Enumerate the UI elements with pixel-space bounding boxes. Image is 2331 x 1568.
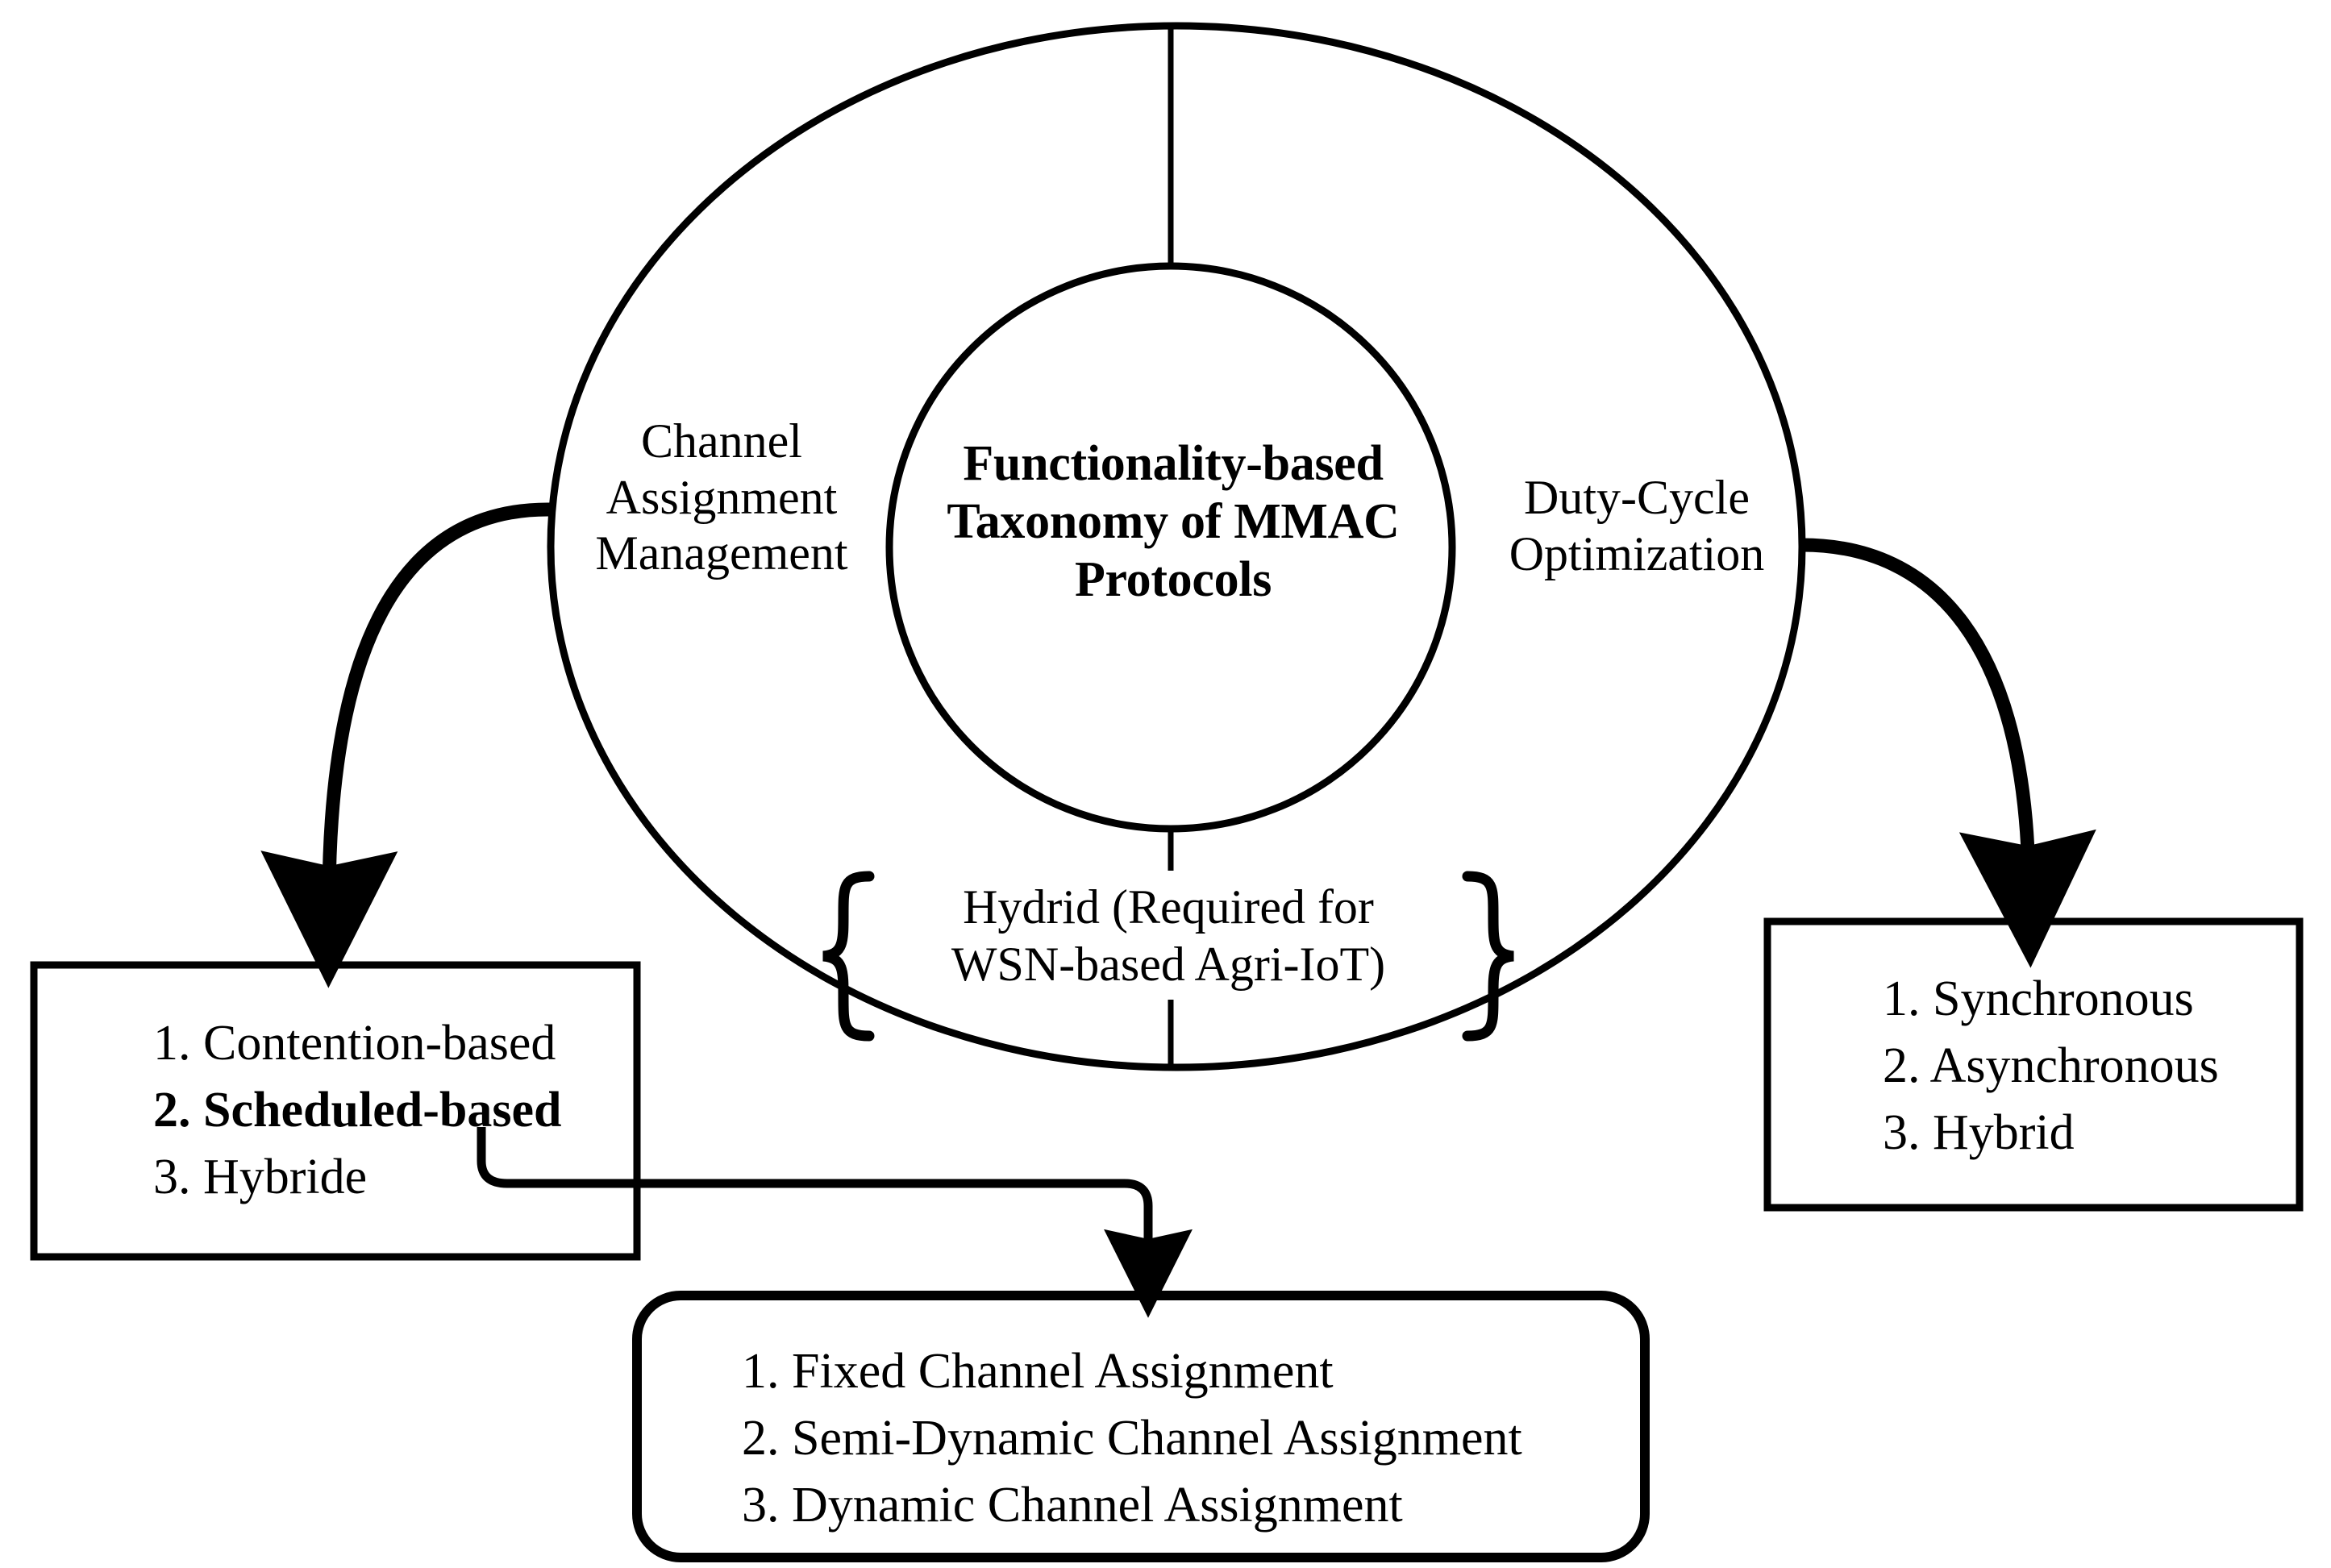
bottom-box-item-3: 3. Dynamic Channel Assignment	[742, 1478, 1403, 1533]
center-title-line-1: Functionality-based	[963, 436, 1384, 491]
left-box-item-3: 3. Hybride	[153, 1150, 368, 1205]
segment-bottom-line-1: Hydrid (Required for	[963, 880, 1374, 934]
segment-label-channel-assignment-management: Channel Assignment Management	[564, 414, 879, 582]
left-box-item-1: 1. Contention-based	[153, 1016, 556, 1071]
segment-bottom-line-2: WSN-based Agri-IoT)	[951, 937, 1386, 991]
left-box-item-2: 2. Scheduled-based	[153, 1083, 562, 1138]
arrow-scheduled-connector	[477, 1127, 1193, 1318]
center-title: Functionality-based Taxonomy of MMAC Pro…	[895, 435, 1451, 609]
right-box-item-2: 2. Asynchronous	[1883, 1038, 2219, 1094]
segment-left-line-2: Assignment	[606, 470, 838, 524]
segment-label-duty-cycle-optimization: Duty-Cycle Optimization	[1488, 470, 1786, 582]
segment-left-line-3: Management	[595, 526, 848, 580]
brace-left	[822, 871, 875, 1042]
bottom-box-item-1: 1. Fixed Channel Assignment	[742, 1344, 1334, 1399]
bottom-box-content: 1. Fixed Channel Assignment 2. Semi-Dyna…	[742, 1338, 1629, 1539]
center-title-line-2: Taxonomy of MMAC	[947, 493, 1400, 549]
right-box-content: 1. Synchronous 2. Asynchronous 3. Hybrid	[1883, 966, 2302, 1167]
left-box-content: 1. Contention-based 2. Scheduled-based 3…	[153, 1010, 629, 1211]
right-box-outline	[1763, 917, 2304, 1212]
center-title-line-3: Protocols	[1074, 551, 1272, 607]
arrow-left-curve	[260, 502, 552, 988]
arrow-right-curve	[1801, 538, 2096, 968]
segment-right-line-1: Duty-Cycle	[1524, 471, 1750, 524]
segment-right-line-2: Optimization	[1509, 526, 1765, 580]
segment-left-line-1: Channel	[641, 414, 802, 468]
right-box-item-3: 3. Hybrid	[1883, 1105, 2075, 1161]
segment-label-hybrid: Hydrid (Required for WSN-based Agri-IoT)	[865, 879, 1471, 993]
right-box-item-1: 1. Synchronous	[1883, 971, 2194, 1026]
bottom-box-item-2: 2. Semi-Dynamic Channel Assignment	[742, 1411, 1522, 1466]
brace-right	[1462, 871, 1514, 1042]
left-box-outline	[30, 961, 641, 1261]
